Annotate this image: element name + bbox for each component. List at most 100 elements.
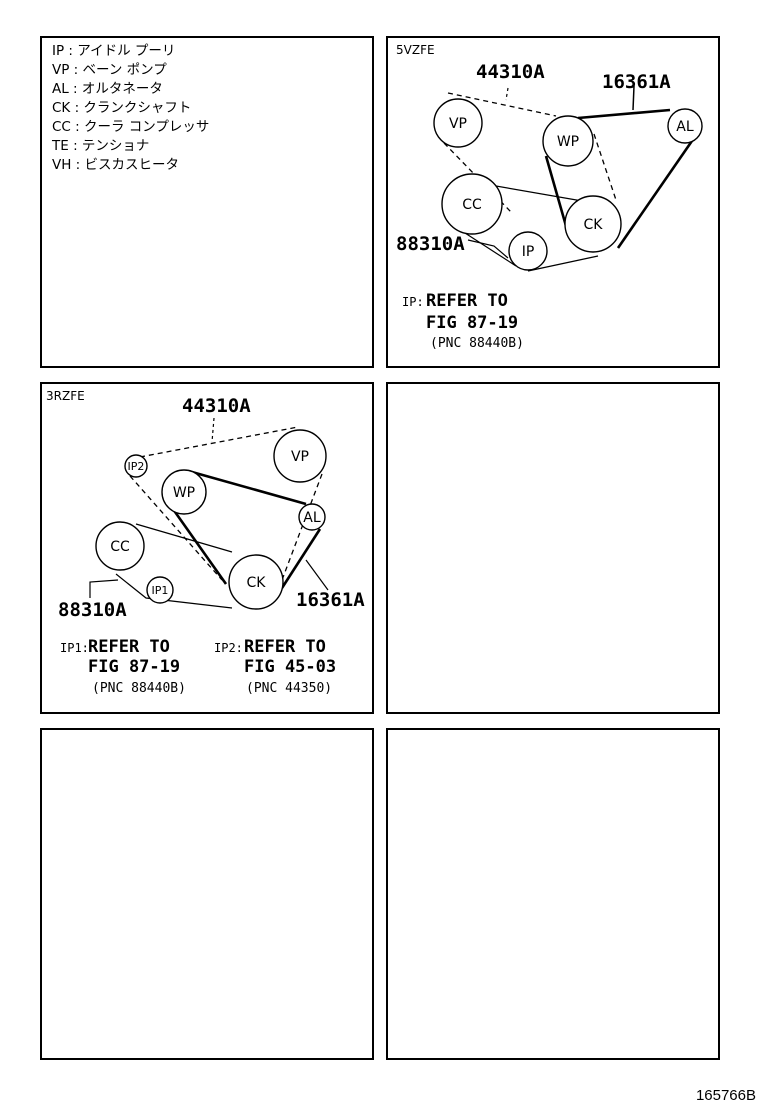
- legend-text: クーラ コンプレッサ: [84, 119, 210, 135]
- belt-diagram-5vzfe: 5VZFE: [396, 43, 703, 351]
- vp-pulley: [433, 98, 483, 148]
- wp-pulley: [161, 469, 207, 515]
- belt-diagram-3rzfe: 3RZFE IP2: [46, 389, 365, 696]
- legend-code: AL: [52, 81, 69, 97]
- legend-item: VH : ビスカスヒータ: [52, 156, 209, 175]
- empty-panel: [386, 382, 720, 714]
- belt-16361a-right: [616, 137, 696, 249]
- legend-text: オルタネータ: [81, 81, 163, 97]
- part-number-44310a: 44310A: [182, 395, 251, 417]
- note2-tag: IP2:: [214, 641, 243, 655]
- belt-44310a-right: [281, 473, 323, 581]
- note-tag: IP:: [402, 295, 424, 309]
- note2-line-2: FIG 45-03: [244, 657, 336, 677]
- note-line-1: REFER TO: [426, 291, 508, 311]
- note1-line-3: (PNC 88440B): [92, 681, 186, 696]
- part-number-88310a: 88310A: [58, 599, 127, 621]
- leader-44310a: [505, 87, 509, 101]
- ip1-label: IP1: [152, 584, 169, 597]
- legend-item: CK : クランクシャフト: [52, 99, 209, 118]
- legend-code: CK: [52, 100, 71, 116]
- legend-separator: :: [70, 119, 84, 135]
- ck-pulley: [564, 195, 622, 253]
- legend-item: CC : クーラ コンプレッサ: [52, 118, 209, 137]
- legend-code: IP: [52, 43, 65, 59]
- wp-label: WP: [173, 485, 195, 501]
- legend-item: AL : オルタネータ: [52, 80, 209, 99]
- belt-44310a-upper: [447, 92, 557, 117]
- note1-line-2: FIG 87-19: [88, 657, 180, 677]
- vp-pulley: [273, 429, 327, 483]
- legend-text: テンショナ: [81, 138, 150, 154]
- belt-16361a-upper: [577, 108, 671, 120]
- part-number-88310a: 88310A: [396, 233, 465, 255]
- belt-16361a-upper: [191, 470, 307, 506]
- legend-code: VH: [52, 157, 72, 173]
- legend-separator: :: [69, 62, 83, 78]
- legend-separator: :: [68, 138, 82, 154]
- ip1-pulley: [146, 576, 174, 604]
- al-pulley: [667, 108, 703, 144]
- legend-separator: :: [71, 157, 85, 173]
- empty-panel: [40, 728, 374, 1060]
- wp-pulley: [542, 115, 594, 167]
- engine-title: 3RZFE: [46, 389, 85, 403]
- belt-16361a-right: [280, 528, 322, 589]
- legend-item: IP : アイドル プーリ: [52, 42, 209, 61]
- cc-pulley: [441, 173, 503, 235]
- belt-16361a-left: [166, 501, 228, 585]
- part-number-44310a: 44310A: [476, 61, 545, 83]
- belt-88310a-lower-right: [527, 255, 599, 272]
- ip-pulley: [508, 231, 548, 271]
- legend-code: VP: [52, 62, 70, 78]
- leader-16361a: [632, 85, 635, 111]
- legend-text: アイドル プーリ: [77, 43, 176, 59]
- ip-label: IP: [522, 244, 535, 260]
- ip2-pulley: [124, 454, 148, 478]
- diagram-5vzfe-panel: 5VZFE: [386, 36, 720, 368]
- legend-text: ビスカスヒータ: [84, 157, 180, 173]
- leader-88310a: [467, 239, 509, 259]
- ck-pulley: [228, 554, 284, 610]
- ip2-label: IP2: [128, 460, 145, 473]
- belt-88310a-lower: [115, 573, 233, 609]
- engine-title: 5VZFE: [396, 43, 435, 57]
- figure-number: 165766B: [695, 1087, 756, 1104]
- vp-label: VP: [449, 116, 467, 132]
- leader-44310a: [211, 417, 215, 443]
- legend-item: VP : ベーン ポンプ: [52, 61, 209, 80]
- diagram-3rzfe-panel: 3RZFE IP2: [40, 382, 374, 714]
- note1-line-1: REFER TO: [88, 637, 170, 657]
- note-line-3: (PNC 88440B): [430, 336, 524, 351]
- legend-code: TE: [52, 138, 69, 154]
- cc-label: CC: [110, 539, 130, 555]
- part-number-16361a: 16361A: [602, 71, 671, 93]
- legend-code: CC: [52, 119, 71, 135]
- leader-88310a: [89, 579, 119, 598]
- legend-item: TE : テンショナ: [52, 137, 209, 156]
- note2-line-1: REFER TO: [244, 637, 326, 657]
- legend-text: ベーン ポンプ: [82, 62, 167, 78]
- leader-16361a: [305, 559, 329, 591]
- cc-pulley: [95, 521, 145, 571]
- legend-separator: :: [68, 81, 82, 97]
- legend-text: クランクシャフト: [83, 100, 192, 116]
- legend-separator: :: [64, 43, 78, 59]
- belt-44310a-right: [593, 133, 617, 201]
- al-label: AL: [303, 510, 321, 526]
- wp-label: WP: [557, 134, 579, 150]
- ck-label: CK: [247, 575, 267, 591]
- cc-label: CC: [462, 197, 482, 213]
- ck-label: CK: [584, 217, 604, 233]
- al-label: AL: [676, 119, 694, 135]
- belt-16361a-left: [544, 155, 568, 227]
- part-number-16361a: 16361A: [296, 589, 365, 611]
- legend-separator: :: [70, 100, 84, 116]
- note1-tag: IP1:: [60, 641, 89, 655]
- note2-line-3: (PNC 44350): [246, 681, 332, 696]
- belt-88310a-upper: [135, 523, 233, 553]
- vp-label: VP: [291, 449, 309, 465]
- al-pulley: [298, 503, 326, 531]
